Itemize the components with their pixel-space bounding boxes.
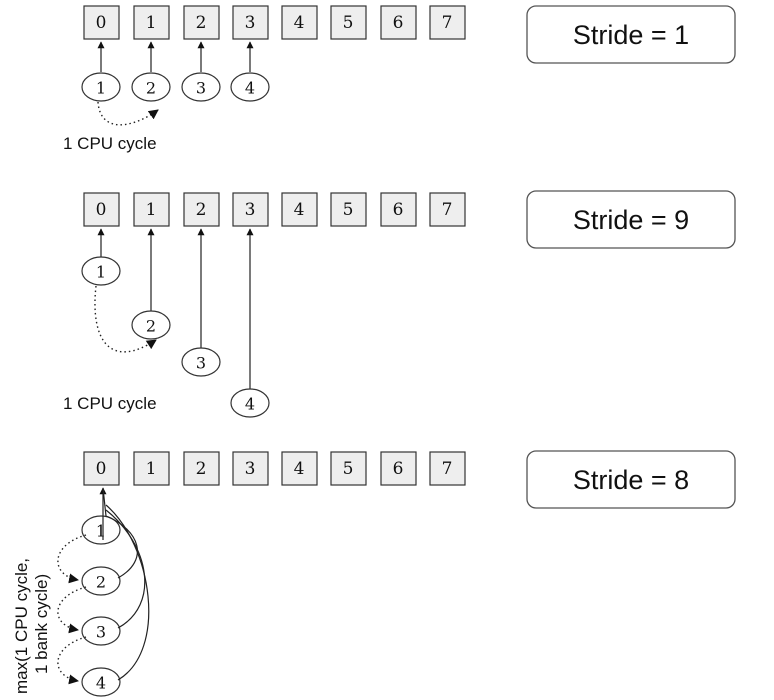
bank-label: 5	[343, 200, 354, 220]
bank-row: 0 1 2 3 4 5 6 7	[83, 192, 466, 227]
request-label: 4	[96, 674, 106, 693]
cycle-note-group: max(1 CPU cycle, 1 bank cycle)	[12, 558, 51, 694]
bank-box	[380, 192, 417, 227]
bank-label: 7	[442, 13, 453, 33]
bank-label: 5	[343, 459, 354, 479]
request-label: 3	[196, 354, 206, 373]
panel-stride-1: 0 1 2 3 4 5 6 7 1 2 3 4 1 CPU cycle Stri…	[63, 5, 736, 153]
bank-box	[429, 192, 466, 227]
request-label: 1	[96, 79, 106, 98]
request-label: 1	[96, 522, 106, 541]
request-label: 3	[196, 79, 206, 98]
bank-label: 1	[146, 200, 157, 220]
bank-box	[83, 5, 120, 40]
access-curve	[105, 504, 150, 681]
stride-box	[526, 450, 736, 509]
request-ellipse	[131, 72, 171, 102]
access-curve	[102, 487, 138, 579]
bank-label: 0	[96, 200, 107, 220]
cycle-note-line: 1 bank cycle)	[32, 574, 51, 674]
cycle-note-line: max(1 CPU cycle,	[12, 558, 31, 694]
bank-box	[330, 5, 367, 40]
cycle-delay-arrow	[57, 586, 87, 634]
cycle-delay-arrow	[57, 636, 87, 685]
request-label: 2	[146, 79, 156, 98]
request-label: 3	[96, 623, 106, 642]
request-label: 4	[245, 79, 255, 98]
request-ellipse	[81, 256, 121, 286]
request-ellipse	[181, 72, 221, 102]
request-label: 4	[245, 395, 255, 414]
request-ellipse	[230, 72, 270, 102]
bank-box	[183, 192, 220, 227]
request-ellipse	[81, 515, 121, 545]
bank-label: 4	[294, 200, 305, 220]
request-ellipse	[230, 388, 270, 418]
bank-box	[232, 192, 269, 227]
bank-label: 1	[146, 459, 157, 479]
bank-box	[429, 5, 466, 40]
cycle-note: 1 CPU cycle	[63, 134, 157, 153]
bank-box	[380, 451, 417, 486]
request-ellipse	[81, 616, 121, 646]
bank-label: 6	[393, 200, 404, 220]
bank-box	[133, 192, 170, 227]
request-ellipse	[81, 667, 121, 697]
request-label: 2	[146, 317, 156, 336]
bank-box	[281, 5, 318, 40]
bank-box	[183, 451, 220, 486]
cycle-note: 1 CPU cycle	[63, 394, 157, 413]
bank-box	[330, 192, 367, 227]
bank-box	[429, 451, 466, 486]
stride-label: Stride = 8	[573, 465, 689, 495]
bank-label: 3	[245, 200, 256, 220]
bank-row: 0 1 2 3 4 5 6 7	[83, 451, 466, 486]
request-ellipse	[181, 347, 221, 377]
bank-label: 0	[96, 13, 107, 33]
panel-stride-8: 0 1 2 3 4 5 6 7 1 2 3 4 max(1 CPU cycle,	[12, 450, 736, 697]
request-ellipse	[131, 310, 171, 340]
request-ellipse	[81, 72, 121, 102]
bank-box	[183, 5, 220, 40]
stride-label: Stride = 9	[573, 205, 689, 235]
stride-label: Stride = 1	[573, 20, 689, 50]
bank-label: 6	[393, 13, 404, 33]
bank-label: 4	[294, 13, 305, 33]
bank-box	[330, 451, 367, 486]
cycle-delay-arrow	[57, 534, 87, 584]
bank-label: 2	[196, 13, 207, 33]
bank-label: 3	[245, 13, 256, 33]
stride-box	[526, 190, 736, 249]
bank-label: 0	[96, 459, 107, 479]
request-label: 1	[96, 263, 106, 282]
bank-box	[133, 451, 170, 486]
panel-stride-9: 0 1 2 3 4 5 6 7 1 2 3 4 1 CPU cycle Stri…	[63, 190, 736, 418]
bank-row: 0 1 2 3 4 5 6 7	[83, 5, 466, 40]
stride-box	[526, 5, 736, 64]
bank-label: 3	[245, 459, 256, 479]
bank-label: 6	[393, 459, 404, 479]
bank-label: 5	[343, 13, 354, 33]
bank-label: 2	[196, 200, 207, 220]
request-label: 2	[96, 573, 106, 592]
bank-box	[380, 5, 417, 40]
bank-box	[232, 5, 269, 40]
bank-box	[281, 451, 318, 486]
bank-box	[232, 451, 269, 486]
bank-box	[281, 192, 318, 227]
bank-label: 4	[294, 459, 305, 479]
bank-box	[83, 451, 120, 486]
bank-label: 7	[442, 459, 453, 479]
bank-label: 1	[146, 13, 157, 33]
bank-label: 7	[442, 200, 453, 220]
request-ellipse	[81, 566, 121, 596]
bank-box	[133, 5, 170, 40]
cycle-delay-arrow	[97, 101, 159, 126]
bank-box	[83, 192, 120, 227]
bank-label: 2	[196, 459, 207, 479]
